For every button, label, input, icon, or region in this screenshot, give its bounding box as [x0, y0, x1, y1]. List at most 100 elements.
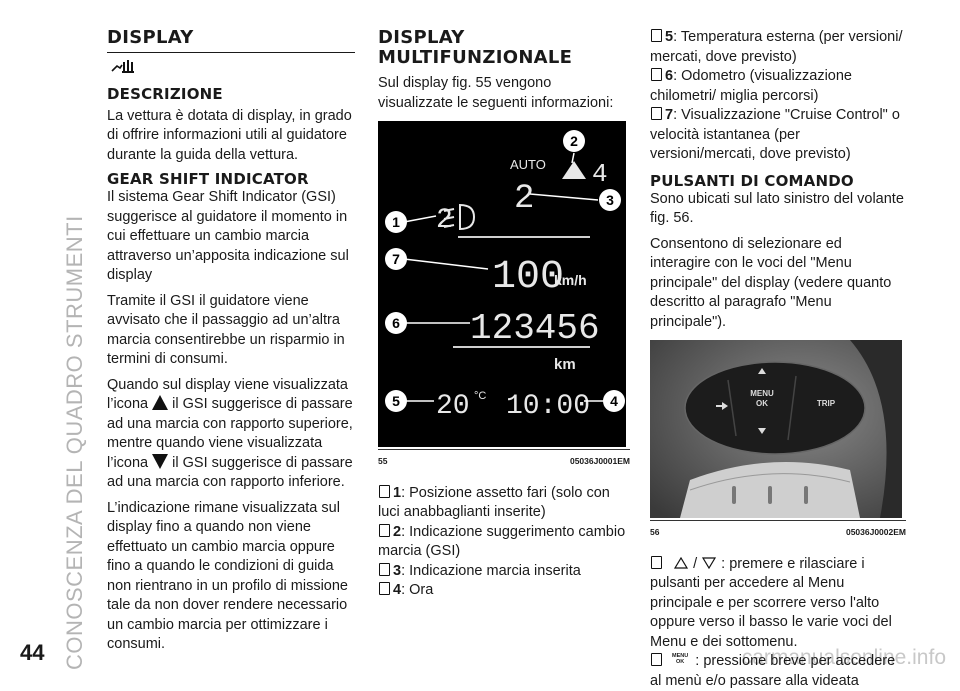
watermark: carmanualsonline.info — [741, 646, 946, 669]
legend-text: : Temperatura esterna (per versioni/ mer… — [650, 29, 903, 65]
gear-down-icon — [152, 453, 169, 469]
bullet-updown: / : premere e rilasciare i pulsanti per … — [650, 555, 906, 653]
figure-55-display: AUTO 2 4 2 100 km/h 123456 km 20 °C 10:0… — [378, 121, 626, 447]
callout-5: 5 — [392, 393, 400, 409]
up-arrow-icon — [758, 368, 766, 374]
legend-item: 1: Posizione assetto fari (solo con luci… — [378, 484, 630, 523]
speed-value: 100 — [492, 255, 564, 300]
temperature-unit: °C — [474, 390, 486, 402]
heading-rule — [107, 52, 355, 53]
paragraph-gsi-icons: Quando sul display viene visualizzata l’… — [107, 376, 355, 493]
callout-4: 4 — [610, 393, 618, 409]
subheading-pulsanti: PULSANTI DI COMANDO — [650, 171, 854, 190]
temperature-value: 20 — [436, 391, 470, 422]
legend-box-icon — [651, 107, 662, 120]
callout-2: 2 — [570, 133, 578, 149]
callout-7: 7 — [392, 251, 400, 267]
down-triangle-outline-icon — [702, 556, 717, 569]
legend-item: 6: Odometro (visualizzazione chilometri/… — [650, 67, 906, 106]
display-illustration: AUTO 2 4 2 100 km/h 123456 km 20 °C 10:0… — [378, 121, 626, 447]
legend-item: 3: Indicazione marcia inserita — [378, 562, 630, 582]
menu-icon-label: MENU — [672, 653, 689, 659]
legend-box-icon — [379, 484, 390, 498]
legend-number: 4 — [393, 582, 402, 598]
legend-number: 2 — [393, 523, 402, 540]
legend-item: 2: Indicazione suggerimento cambio marci… — [378, 523, 630, 562]
ok-icon-label: OK — [676, 659, 685, 665]
callout-lines — [403, 152, 612, 402]
legend-text: : Ora — [401, 582, 434, 598]
legend-box-icon — [379, 582, 390, 595]
legend-text: : Indicazione suggerimento cambio marcia… — [378, 523, 626, 560]
ok-button-label: OK — [756, 399, 768, 408]
auto-label: AUTO — [510, 157, 546, 172]
legend-box-icon — [379, 523, 390, 537]
text-segment: il GSI suggerisce di passare ad una marc… — [107, 396, 353, 471]
gsi-up-icon — [562, 161, 586, 179]
legend-box-icon — [651, 29, 662, 42]
gear-up-icon — [152, 395, 169, 410]
subheading-descrizione: DESCRIZIONE — [107, 84, 223, 103]
back-arrow-icon — [716, 402, 728, 410]
legend-text: : Posizione assetto fari (solo con luci … — [378, 484, 610, 521]
trip-button-label: TRIP — [817, 399, 836, 408]
headlight-icon — [443, 203, 476, 231]
menu-button-label: MENU — [750, 389, 774, 398]
column-middle: DISPLAY MULTIFUNZIONALE Sul display fig.… — [378, 28, 630, 601]
section-heading-display: DISPLAY — [107, 27, 194, 48]
figure-number: 55 — [378, 456, 388, 466]
gear-current: 2 — [514, 180, 534, 218]
legend-box-icon — [651, 68, 662, 81]
steering-wheel-illustration: MENU OK TRIP — [650, 340, 902, 518]
callout-6: 6 — [392, 315, 400, 331]
paragraph: L’indicazione rimane visualizzata sul di… — [107, 499, 348, 653]
paragraph: Sul display fig. 55 vengono visualizzate… — [378, 75, 614, 111]
svg-text:2: 2 — [436, 205, 453, 236]
legend-box-icon — [379, 562, 390, 576]
gear-suggested: 4 — [592, 159, 608, 189]
legend-text: : Odometro (visualizzazione chilometri/ … — [650, 68, 852, 104]
legend-box-icon — [651, 653, 662, 666]
figure-number: 56 — [650, 527, 660, 537]
section-heading-line2: MULTIFUNZIONALE — [378, 47, 573, 68]
text-segment: il GSI suggerisce di passare ad una marc… — [107, 454, 353, 491]
speed-unit: km/h — [554, 272, 587, 288]
figure-56-caption: 56 05036J0002EM — [650, 520, 906, 543]
figure-code: 05036J0001EM — [569, 456, 630, 466]
paragraph: La vettura è dotata di display, in grado… — [107, 107, 352, 163]
legend-box-icon — [651, 555, 662, 569]
legend-text: : Indicazione marcia inserita — [401, 562, 581, 579]
legend-item: 4: Ora — [378, 581, 630, 601]
hand-settings-icon — [111, 59, 355, 82]
section-heading-line1: DISPLAY — [378, 27, 465, 48]
separator: / — [693, 555, 698, 572]
legend-number: 6 — [665, 68, 674, 84]
up-triangle-outline-icon — [673, 556, 689, 569]
text-segment: Quando sul display viene visualizzata l’… — [107, 376, 348, 413]
figure-code: 05036J0002EM — [845, 527, 906, 537]
legend-item: 7: Visualizzazione "Cruise Control" o ve… — [650, 106, 906, 165]
paragraph: Il sistema Gear Shift Indicator (GSI) su… — [107, 189, 349, 283]
column-right: 5: Temperatura esterna (per versioni/ me… — [650, 28, 906, 691]
legend-number: 7 — [665, 107, 674, 123]
legend-item: 5: Temperatura esterna (per versioni/ me… — [650, 28, 906, 67]
legend-text: : Visualizzazione "Cruise Control" o vel… — [650, 107, 900, 162]
page-number: 44 — [20, 640, 45, 665]
column-left: DISPLAY DESCRIZIONE La vettura è dotata … — [107, 28, 355, 661]
odometer-unit: km — [554, 356, 576, 373]
down-arrow-icon — [758, 428, 766, 434]
odometer-value: 123456 — [470, 308, 600, 349]
paragraph: Tramite il GSI il guidatore viene avvisa… — [107, 292, 345, 368]
callout-1: 1 — [392, 214, 400, 230]
subheading-gsi: GEAR SHIFT INDICATOR — [107, 170, 309, 188]
legend-number: 3 — [393, 562, 402, 579]
figure-56-steering-buttons: MENU OK TRIP — [650, 340, 902, 518]
legend-number: 1 — [393, 484, 402, 501]
paragraph: Consentono di selezionare ed interagire … — [650, 235, 892, 330]
figure-55-caption: 55 05036J0001EM — [378, 449, 630, 472]
legend-number: 5 — [665, 29, 674, 45]
clock-value: 10:00 — [506, 391, 590, 422]
paragraph: Sono ubicati sul lato sinistro del volan… — [650, 190, 904, 227]
